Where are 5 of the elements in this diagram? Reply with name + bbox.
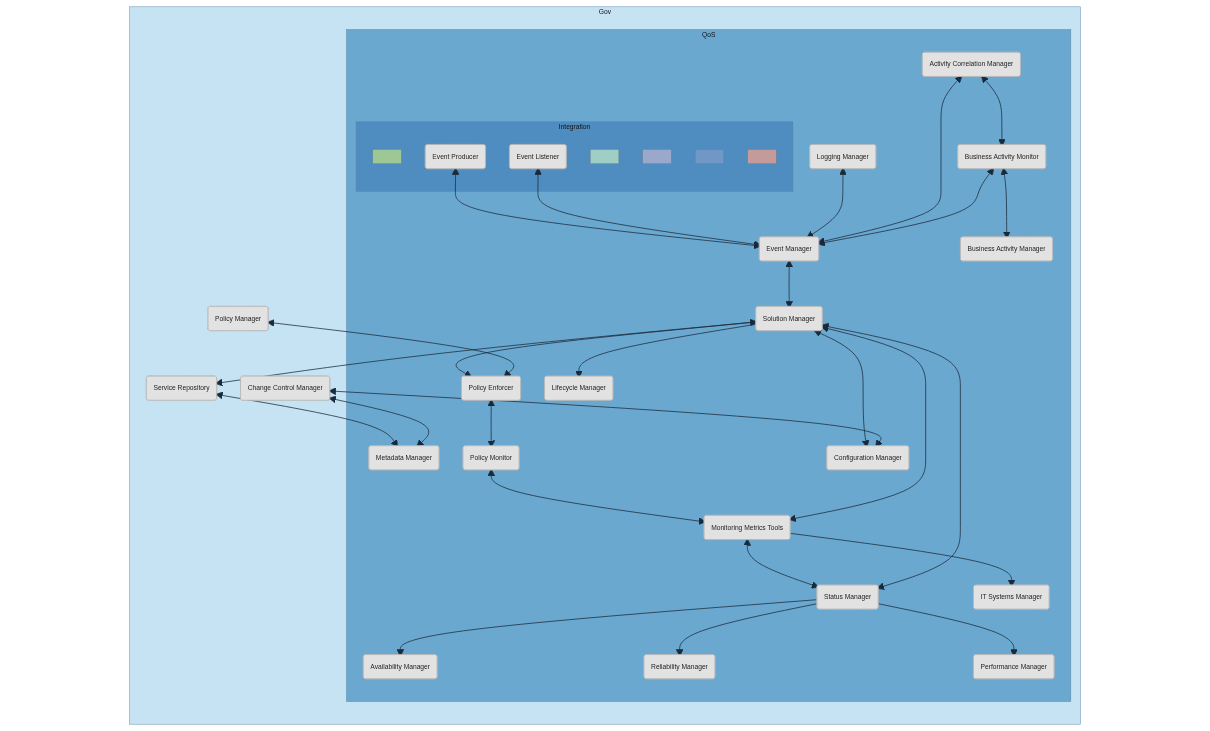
- node-box: [747, 149, 777, 164]
- node-box: [372, 149, 402, 164]
- node-box: [590, 149, 620, 164]
- node-box: [694, 149, 725, 164]
- node-box: [642, 149, 672, 164]
